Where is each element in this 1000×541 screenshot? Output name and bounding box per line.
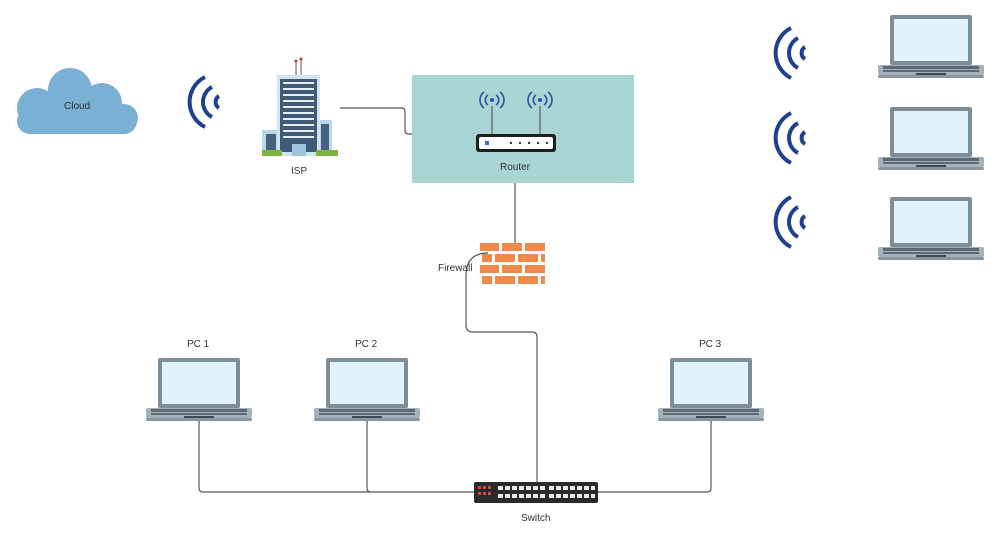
wifi-icon (187, 75, 221, 129)
cloud-icon (17, 68, 138, 134)
laptop-icon (878, 107, 984, 170)
building-icon (262, 57, 338, 156)
pc1-label: PC 1 (187, 339, 210, 350)
pc2-label: PC 2 (355, 339, 378, 350)
wifi-icon (773, 195, 807, 249)
firewall-label: Firewall (438, 263, 473, 274)
wire-pc1-switch (198, 420, 476, 493)
laptop-icon (314, 358, 420, 421)
cloud-label: Cloud (64, 101, 91, 112)
router-icon (476, 106, 556, 152)
wire-firewall-switch (465, 252, 538, 486)
firewall-icon (480, 243, 545, 284)
isp-label: ISP (291, 166, 308, 177)
wifi-icon (773, 111, 807, 165)
router-zone (412, 75, 634, 183)
switch-icon (474, 482, 598, 503)
router-label: Router (500, 162, 531, 173)
laptop-icon (146, 358, 252, 421)
wire-isp-router (340, 107, 476, 135)
laptop-icon (878, 197, 984, 260)
wire-pc2-switch (366, 420, 372, 493)
switch-label: Switch (521, 513, 551, 524)
laptop-icon (658, 358, 764, 421)
pc3-label: PC 3 (699, 339, 722, 350)
wifi-icon (773, 26, 807, 80)
router-antenna-signal-left (479, 91, 505, 109)
router-antenna-signal-right (527, 91, 553, 109)
laptop-icon (878, 15, 984, 78)
wire-pc3-switch (598, 420, 712, 493)
